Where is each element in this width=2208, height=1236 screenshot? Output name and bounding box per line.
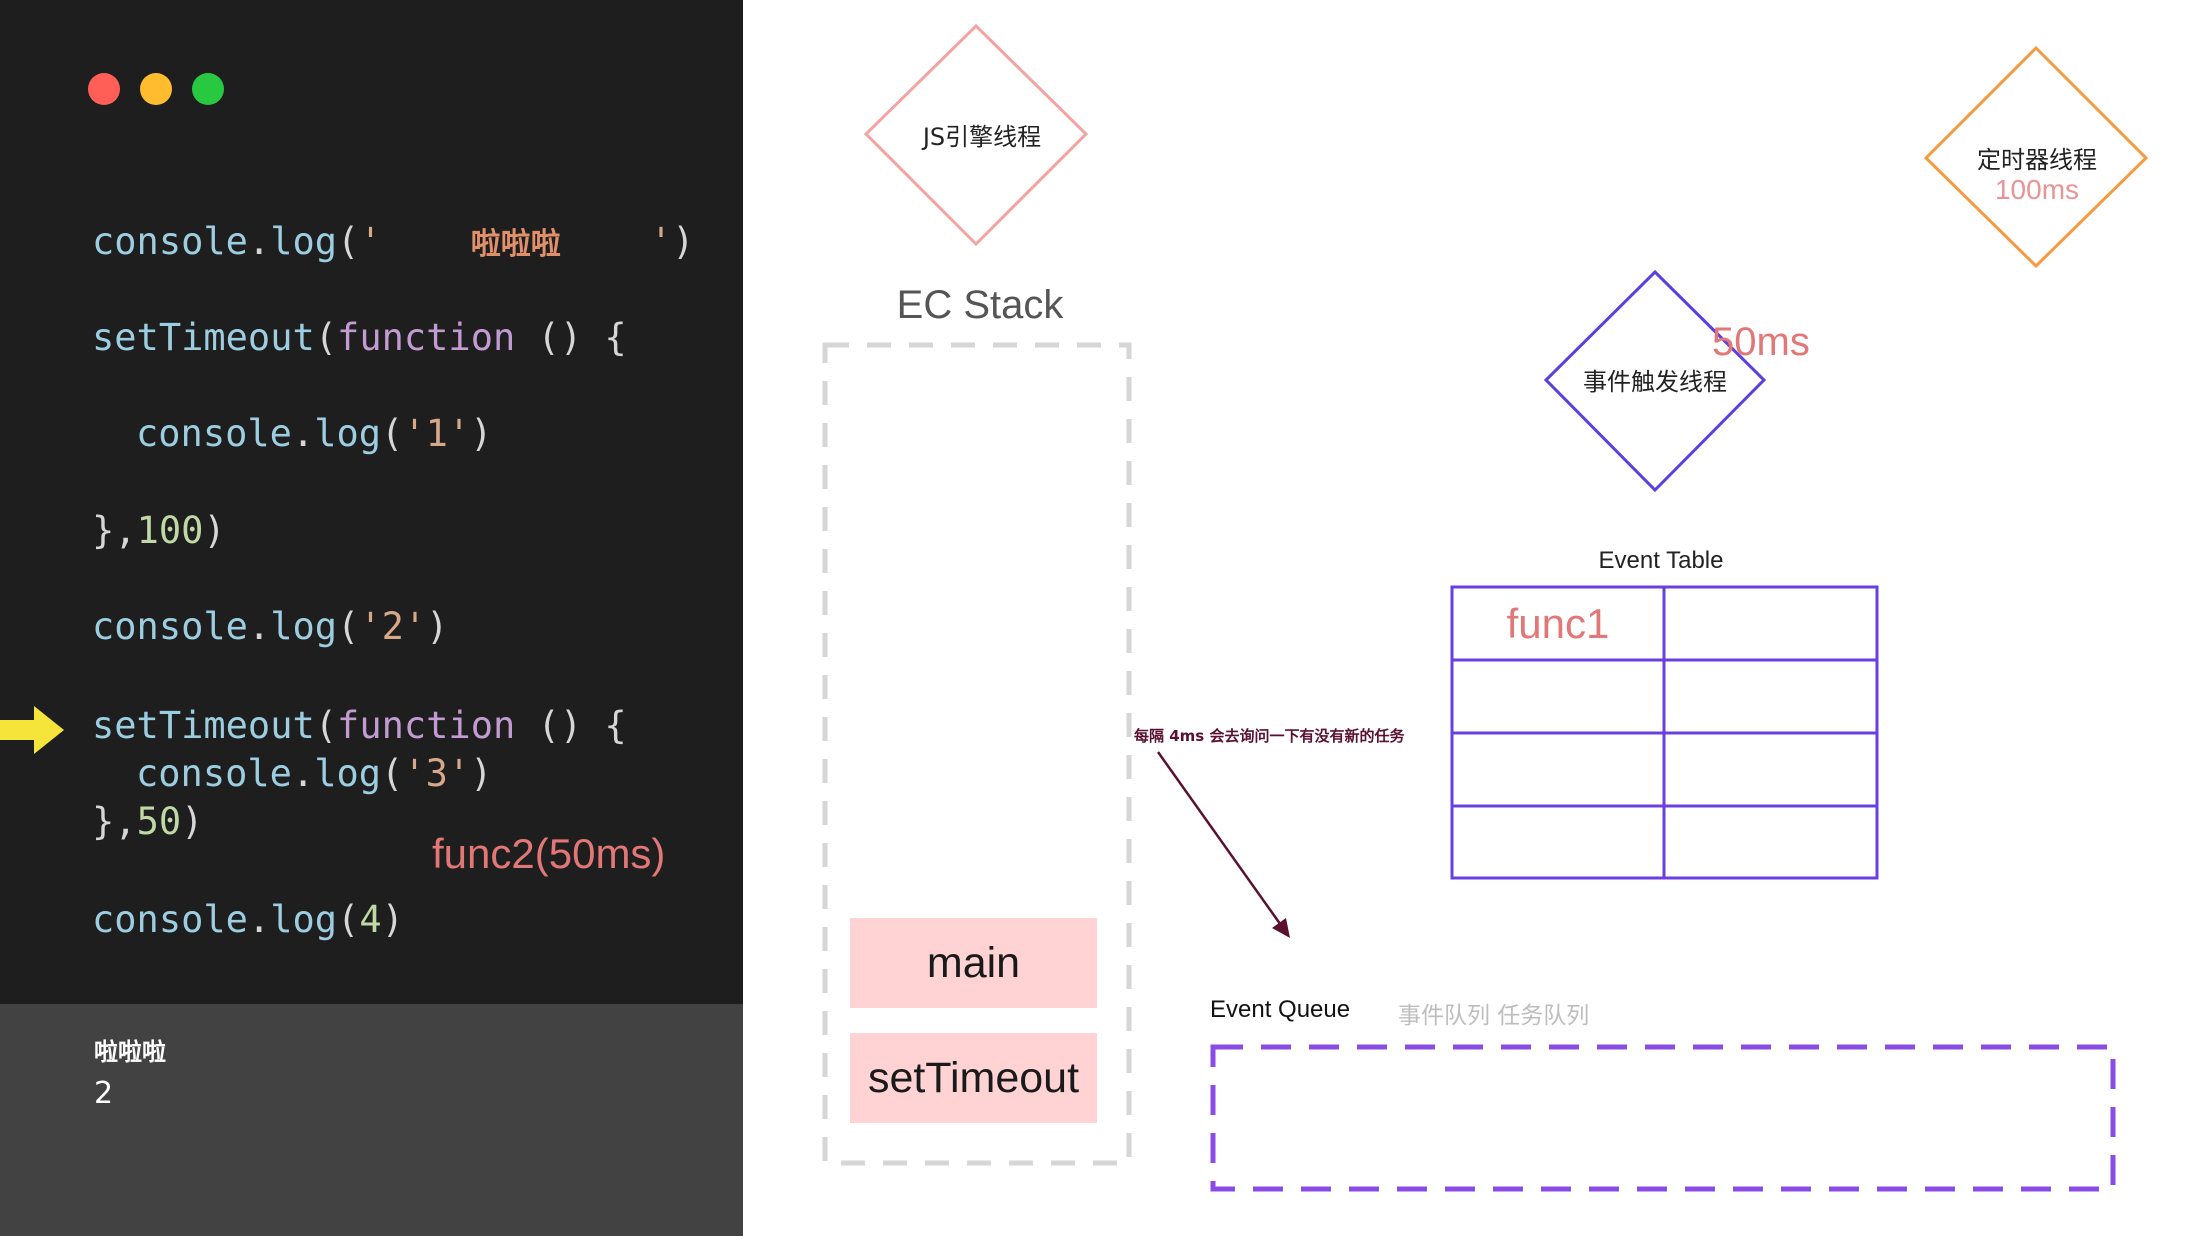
event-table-cell	[1665, 734, 1876, 805]
ec-stack-container	[822, 342, 1132, 1166]
code-line: },50)	[92, 800, 204, 843]
js-thread-diamond	[863, 23, 1089, 247]
code-line: console.log('2')	[92, 605, 449, 648]
console-output-panel: 啦啦啦 2	[0, 1004, 743, 1236]
code-line: setTimeout(function () {	[92, 316, 627, 359]
code-line: console.log('3')	[136, 752, 493, 795]
window-zoom-dot[interactable]	[192, 73, 224, 105]
code-line: },100)	[92, 509, 226, 552]
event-table-cell	[1453, 734, 1663, 805]
timer-delay-label: 100ms	[1994, 174, 2080, 205]
code-line: console.log(' 啦啦啦 ')	[92, 220, 695, 263]
code-line: console.log('1')	[136, 412, 493, 455]
event-table-cell	[1665, 588, 1876, 659]
code-editor-panel: console.log(' 啦啦啦 ') setTimeout(function…	[0, 0, 743, 1004]
event-table-grid	[1450, 585, 1879, 880]
timer-thread-diamond	[1923, 45, 2149, 269]
poll-interval-note: 每隔 4ms 会去询问一下有没有新的任务	[1134, 727, 1405, 745]
event-queue-container	[1210, 1044, 2116, 1192]
console-output-line: 2	[94, 1076, 114, 1111]
current-line-arrow-icon	[0, 706, 64, 754]
event-table-title: Event Table	[1598, 547, 1724, 574]
event-table-cell	[1665, 661, 1876, 732]
timer-thread-label: 定时器线程	[1977, 146, 2097, 174]
ec-stack-title: EC Stack	[896, 283, 1064, 327]
poll-arrow	[1156, 751, 1290, 938]
func2-annotation: func2(50ms)	[432, 830, 666, 877]
code-line: console.log(4)	[92, 898, 404, 941]
event-table-cell	[1665, 807, 1876, 877]
event-table-cell	[1453, 661, 1663, 732]
event-thread-diamond	[1543, 269, 1767, 493]
stack-frame-settimeout: setTimeout	[850, 1033, 1097, 1123]
window-minimize-dot[interactable]	[140, 73, 172, 105]
console-output-line: 啦啦啦	[94, 1038, 166, 1066]
event-queue-title: Event Queue	[1210, 996, 1351, 1023]
event-table-cell	[1453, 807, 1663, 877]
stack-frame-main: main	[850, 918, 1097, 1008]
event-queue-aliases: 事件队列 任务队列	[1398, 1003, 1590, 1029]
event-table-cell: func1	[1506, 599, 1610, 647]
window-close-dot[interactable]	[88, 73, 120, 105]
code-line-current: setTimeout(function () {	[92, 704, 627, 747]
event-thread-label: 事件触发线程	[1583, 368, 1727, 396]
event-thread-delay-label: 50ms	[1712, 320, 1810, 364]
js-thread-label: JS引擎线程	[922, 123, 1042, 151]
